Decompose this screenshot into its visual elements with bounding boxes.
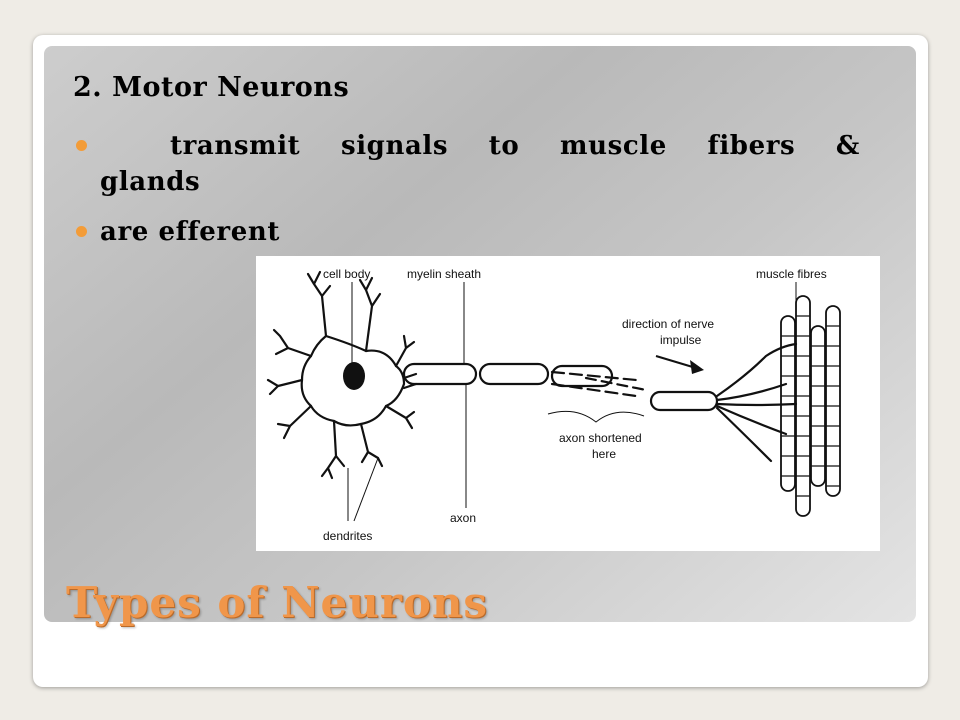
label-direction-line1: direction of nerve bbox=[622, 317, 714, 331]
axon-shortened-brace bbox=[547, 410, 645, 423]
muscle-fibre bbox=[810, 325, 826, 487]
bullet-item-1: transmit signals to muscle fibers & glan… bbox=[100, 128, 860, 200]
label-axon-shortened-line1: axon shortened bbox=[559, 431, 642, 445]
muscle-fibre bbox=[825, 305, 841, 497]
label-muscle-fibres: muscle fibres bbox=[756, 267, 827, 281]
label-direction-line2: impulse bbox=[660, 333, 702, 347]
myelin-segment bbox=[649, 390, 719, 412]
label-axon-shortened-line2: here bbox=[592, 447, 616, 461]
nucleus bbox=[343, 362, 365, 390]
myelin-segment bbox=[402, 362, 478, 386]
slide-heading: 2. Motor Neurons bbox=[73, 72, 350, 103]
impulse-direction-arrow bbox=[655, 354, 704, 374]
bullet-item-2: are efferent bbox=[100, 217, 280, 247]
myelin-segment bbox=[478, 362, 550, 386]
bullet-text-line: transmit signals to muscle fibers & bbox=[170, 131, 860, 161]
myelin-segment bbox=[550, 364, 614, 388]
muscle-fibre bbox=[795, 295, 811, 517]
bullet-dot bbox=[76, 226, 87, 237]
label-cell-body: cell body bbox=[323, 267, 370, 281]
bullet-dot bbox=[76, 140, 87, 151]
label-axon: axon bbox=[450, 511, 476, 525]
muscle-fibre bbox=[780, 315, 796, 492]
label-myelin-sheath: myelin sheath bbox=[407, 267, 481, 281]
motor-neuron-diagram: cell body myelin sheath muscle fibres di… bbox=[256, 256, 880, 551]
label-dendrites: dendrites bbox=[323, 529, 372, 543]
bullet-text-line: glands bbox=[100, 167, 201, 197]
slide-title: Types of Neurons bbox=[66, 578, 489, 627]
